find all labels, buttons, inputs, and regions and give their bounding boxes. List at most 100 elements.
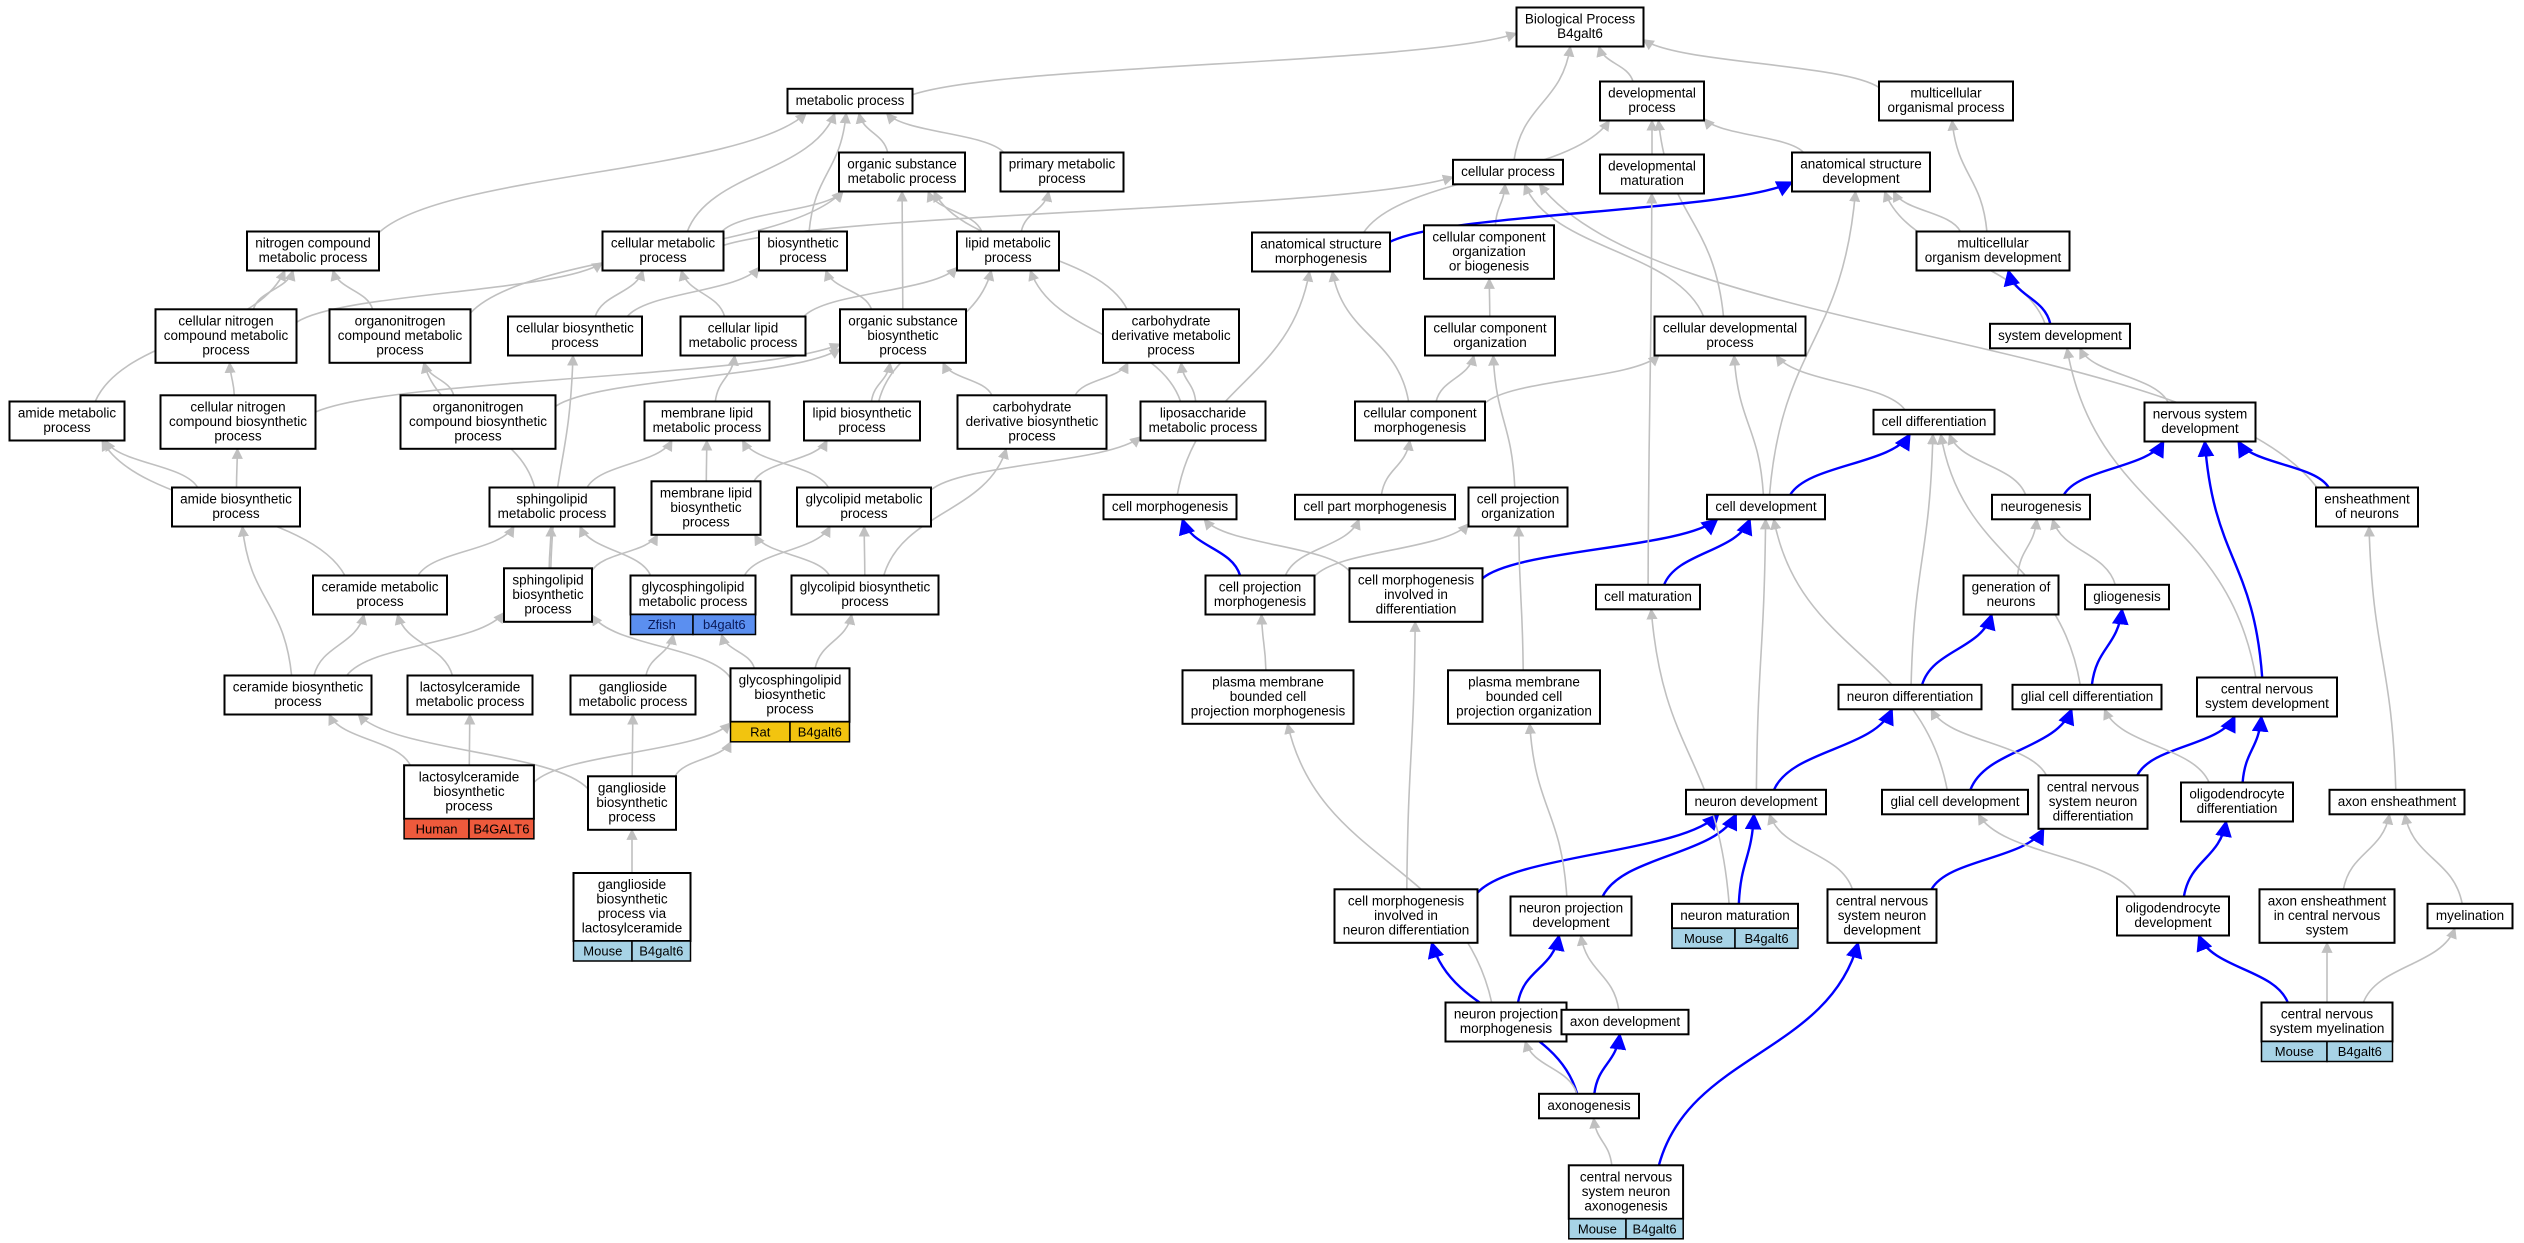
go-term-node-axonogenesis[interactable]: axonogenesis [1538,1092,1640,1120]
badge-cell-gene [1734,927,1799,950]
go-term-node-laccerbio[interactable]: lactosylceramidebiosyntheticprocessHuman… [403,764,535,840]
node-label-line: derivative biosynthetic [966,414,1099,429]
go-term-node-glialdiff[interactable]: glial cell differentiation [2011,683,2163,711]
go-term-node-axonens[interactable]: axon ensheathment [2328,788,2466,816]
edge-neurondev-to-neurondiff [1772,707,1894,791]
edge-neuronprojdev-to-neurondev [1601,812,1738,898]
go-term-node-myelination[interactable]: myelination [2426,902,2514,930]
go-term-node-neurogenesis[interactable]: neurogenesis [1991,493,2091,521]
go-term-node-sysdev[interactable]: system development [1989,322,2131,350]
go-term-node-glialdev[interactable]: glial cell development [1881,788,2029,816]
gene-badge: B4galt6 [2338,1044,2382,1059]
go-term-node-cellular[interactable]: cellular process [1452,158,1564,186]
go-term-node-neurondev[interactable]: neuron development [1685,788,1827,816]
edge-laccermet-to-ceramidemet [394,613,454,676]
go-term-node-cellmorph[interactable]: cell morphogenesis [1102,493,1238,521]
go-term-node-neurondiff[interactable]: neuron differentiation [1837,683,1983,711]
gene-badge: B4GALT6 [473,821,529,836]
node-label-line: lactosylceramide [419,769,520,784]
go-term-node-metabolic[interactable]: metabolic process [786,87,914,115]
node-box [796,486,932,528]
go-term-node-cellpartmorph[interactable]: cell part morphogenesis [1294,493,1456,521]
go-term-node-celldiff[interactable]: cell differentiation [1872,408,1996,436]
go-term-node-gliogenesis[interactable]: gliogenesis [2084,583,2170,611]
edge-glycolipidbio-to-glycolipidmet [858,525,870,576]
node-box [1102,493,1238,521]
go-term-node-celldev[interactable]: cell development [1706,493,1826,521]
edge-ganglbio-to-gslbio [674,740,732,777]
edge-gsl-to-sphingomet [578,525,652,576]
edge-cellnitro-to-nitrogen [252,269,296,310]
node-label-line: metabolic process [579,694,688,709]
node-label-line: process [639,250,687,265]
go-term-node-cellmat[interactable]: cell maturation [1595,583,1701,611]
go-term-node-axondev[interactable]: axon development [1560,1008,1690,1036]
node-label-line: process [274,694,322,709]
